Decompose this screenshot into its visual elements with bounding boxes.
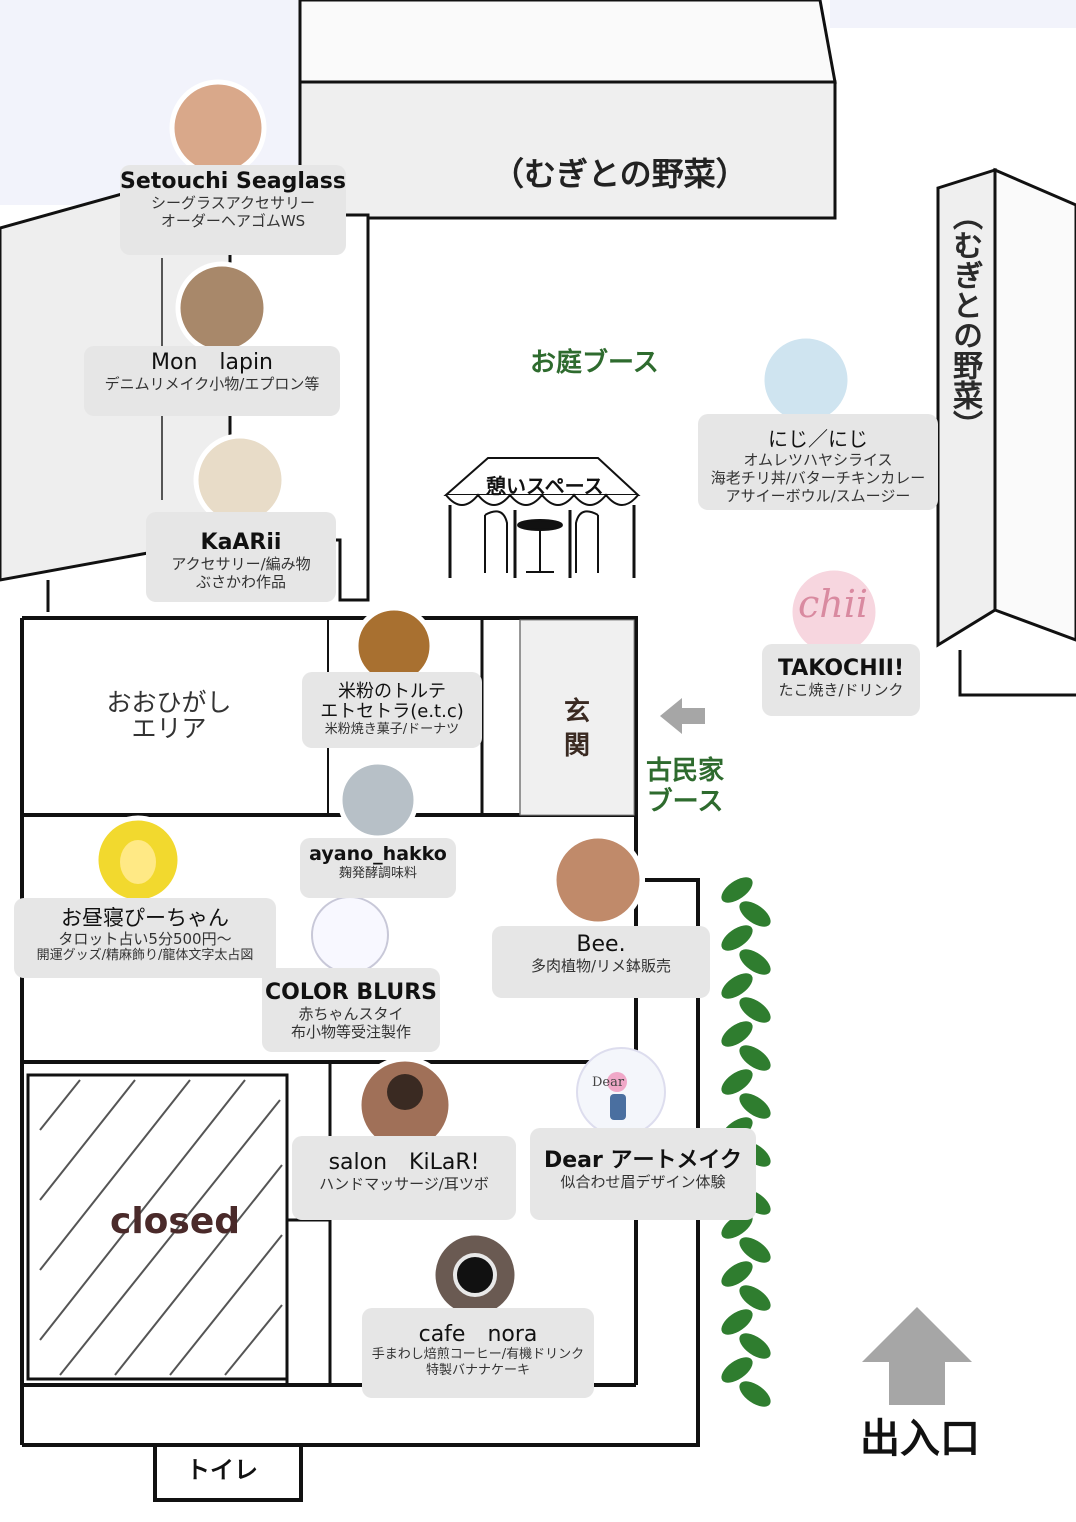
vendor-desc: アサイーボウル/スムージー	[725, 487, 911, 505]
vegetables-top-label: （むぎとの野菜）	[492, 155, 748, 193]
vendor-setouchi-seaglass: Setouchi Seaglass シーグラスアクセサリー オーダーヘアゴムWS	[120, 165, 346, 255]
vendor-desc: シーグラスアクセサリー	[151, 194, 315, 213]
leaf-icon	[739, 1381, 771, 1407]
vendor-desc: ぶさかわ作品	[195, 573, 286, 592]
vendor-desc: 似合わせ眉デザイン体験	[560, 1173, 726, 1192]
vendor-name: salon KiLaR!	[328, 1150, 480, 1175]
vendor-name: COLOR BLURS	[264, 980, 438, 1005]
leaf-icon	[721, 877, 753, 903]
leaf-icon	[721, 973, 753, 999]
vendor-desc: 麹発酵調味料	[338, 865, 417, 881]
house-floorplan	[20, 580, 700, 1447]
vegetable-building-side	[936, 167, 1076, 697]
vendor-niji-niji: にじ／にじ オムレツハヤシライス 海老チリ丼/バターチキンカレー アサイーボウル…	[698, 414, 938, 510]
genkan-room	[519, 619, 635, 816]
photo-details	[120, 840, 627, 1297]
leaf-icon	[721, 1309, 753, 1335]
leaf-icon	[721, 1357, 753, 1383]
vendor-mon-lapin: Mon lapin デニムリメイク小物/エプロン等	[84, 346, 340, 416]
leaf-icon	[739, 1333, 771, 1359]
leaf-icon	[739, 1285, 771, 1311]
vendor-name: にじ／にじ	[768, 427, 868, 451]
vendor-name: Setouchi Seaglass	[120, 169, 346, 194]
vendor-cafe-nora: cafe nora 手まわし焙煎コーヒー/有機ドリンク 特製バナナケーキ	[362, 1308, 594, 1398]
vendor-desc: オーダーヘアゴムWS	[160, 212, 306, 231]
left-arrow-icon	[660, 698, 705, 734]
ohigashi-line-2: エリア	[131, 714, 207, 744]
leaf-icon	[739, 1093, 771, 1119]
vendor-desc: 海老チリ丼/バターチキンカレー	[710, 469, 926, 487]
vendor-desc: たこ焼き/ドリンク	[778, 681, 904, 700]
vendor-komeko-torte: 米粉のトルテ エトセトラ(e.t.c) 米粉焼き菓子/ドーナツ	[302, 672, 482, 748]
entrance-label: 出入口	[860, 1416, 980, 1462]
up-arrow-icon	[862, 1307, 972, 1405]
vendor-name: Mon lapin	[151, 350, 273, 375]
toilet-room	[153, 1443, 303, 1502]
background-block	[830, 0, 1076, 28]
ohigashi-area-label: おおひがし エリア	[104, 688, 234, 744]
leaf-icon	[739, 997, 771, 1023]
leaf-icon	[739, 1045, 771, 1071]
garden-booth-label: お庭ブース	[530, 348, 659, 378]
leaf-icon	[739, 949, 771, 975]
vendor-desc: デニムリメイク小物/エプロン等	[104, 375, 320, 394]
vendor-bee: Bee. 多肉植物/リメ鉢販売	[492, 926, 710, 998]
vegetable-building-top	[298, 0, 837, 220]
vendor-desc: 多肉植物/リメ鉢販売	[530, 957, 672, 976]
closed-room	[26, 1073, 289, 1381]
vendor-desc: 開運グッズ/精麻飾り/龍体文字太占図	[36, 948, 254, 964]
vendor-name: 米粉のトルテ	[338, 681, 446, 702]
vendor-desc: 特製バナナケーキ	[425, 1362, 530, 1378]
genkan-char-2: 関	[564, 730, 591, 761]
kominka-booth-label: 古民家 ブース	[642, 756, 728, 818]
vendor-color-blurs: COLOR BLURS 赤ちゃんスタイ 布小物等受注製作	[262, 968, 440, 1052]
rest-space-tent	[443, 457, 641, 578]
leaf-icon	[739, 901, 771, 927]
vendor-desc: 赤ちゃんスタイ	[298, 1005, 404, 1024]
vendor-name: ayano_hakko	[309, 843, 447, 865]
leaf-icon	[721, 1261, 753, 1287]
vendor-name-2: エトセトラ(e.t.c)	[320, 700, 464, 722]
vendor-desc: タロット占い5分500円～	[58, 930, 232, 949]
vendor-name: cafe nora	[418, 1322, 538, 1347]
vendor-name: Bee.	[576, 932, 626, 957]
dear-logo: Dear	[592, 1075, 625, 1090]
vendor-kaarii: KaARii アクセサリー/編み物 ぶさかわ作品	[146, 512, 336, 602]
vendor-desc: 布小物等受注製作	[290, 1023, 411, 1042]
vendor-desc: ハンドマッサージ/耳ツボ	[319, 1175, 489, 1194]
ohigashi-line-1: おおひがし	[106, 688, 232, 717]
vendor-name: お昼寝ぴーちゃん	[61, 906, 229, 930]
genkan-label: 玄 関	[564, 696, 590, 764]
rest-space-label: 憩いスペース	[486, 474, 604, 498]
vendor-takochii: TAKOCHII! たこ焼き/ドリンク	[762, 644, 920, 716]
genkan-char-1: 玄	[564, 697, 591, 727]
vendor-salon-kilar: salon KiLaR! ハンドマッサージ/耳ツボ	[292, 1136, 516, 1220]
kominka-line-1: 古民家	[645, 756, 724, 786]
vendor-name: KaARii	[200, 530, 282, 555]
takochii-logo: chii	[798, 582, 869, 626]
toilet-label: トイレ	[186, 1456, 258, 1484]
leaf-icon	[739, 1237, 771, 1263]
vendor-name: TAKOCHII!	[777, 656, 905, 681]
leaf-icon	[721, 1069, 753, 1095]
vendor-dear-artmake: Dear アートメイク 似合わせ眉デザイン体験	[530, 1128, 756, 1220]
leaf-icon	[721, 925, 753, 951]
closed-label: closed	[110, 1201, 241, 1242]
vegetables-side-label: （むぎとの野菜）	[947, 200, 982, 440]
leaf-icon	[721, 1021, 753, 1047]
vendor-ayano-hakko: ayano_hakko 麹発酵調味料	[300, 838, 456, 898]
vendor-desc: オムレツハヤシライス	[743, 451, 893, 469]
vendor-desc: 米粉焼き菓子/ドーナツ	[324, 721, 460, 737]
kominka-line-2: ブース	[646, 787, 724, 818]
vendor-name: Dear アートメイク	[543, 1148, 743, 1173]
vine-decoration	[721, 877, 771, 1407]
vendor-ohirune-pichan: お昼寝ぴーちゃん タロット占い5分500円～ 開運グッズ/精麻飾り/龍体文字太占…	[14, 898, 276, 978]
vendor-desc: 手まわし焙煎コーヒー/有機ドリンク	[371, 1347, 585, 1363]
vendor-desc: アクセサリー/編み物	[171, 555, 311, 574]
